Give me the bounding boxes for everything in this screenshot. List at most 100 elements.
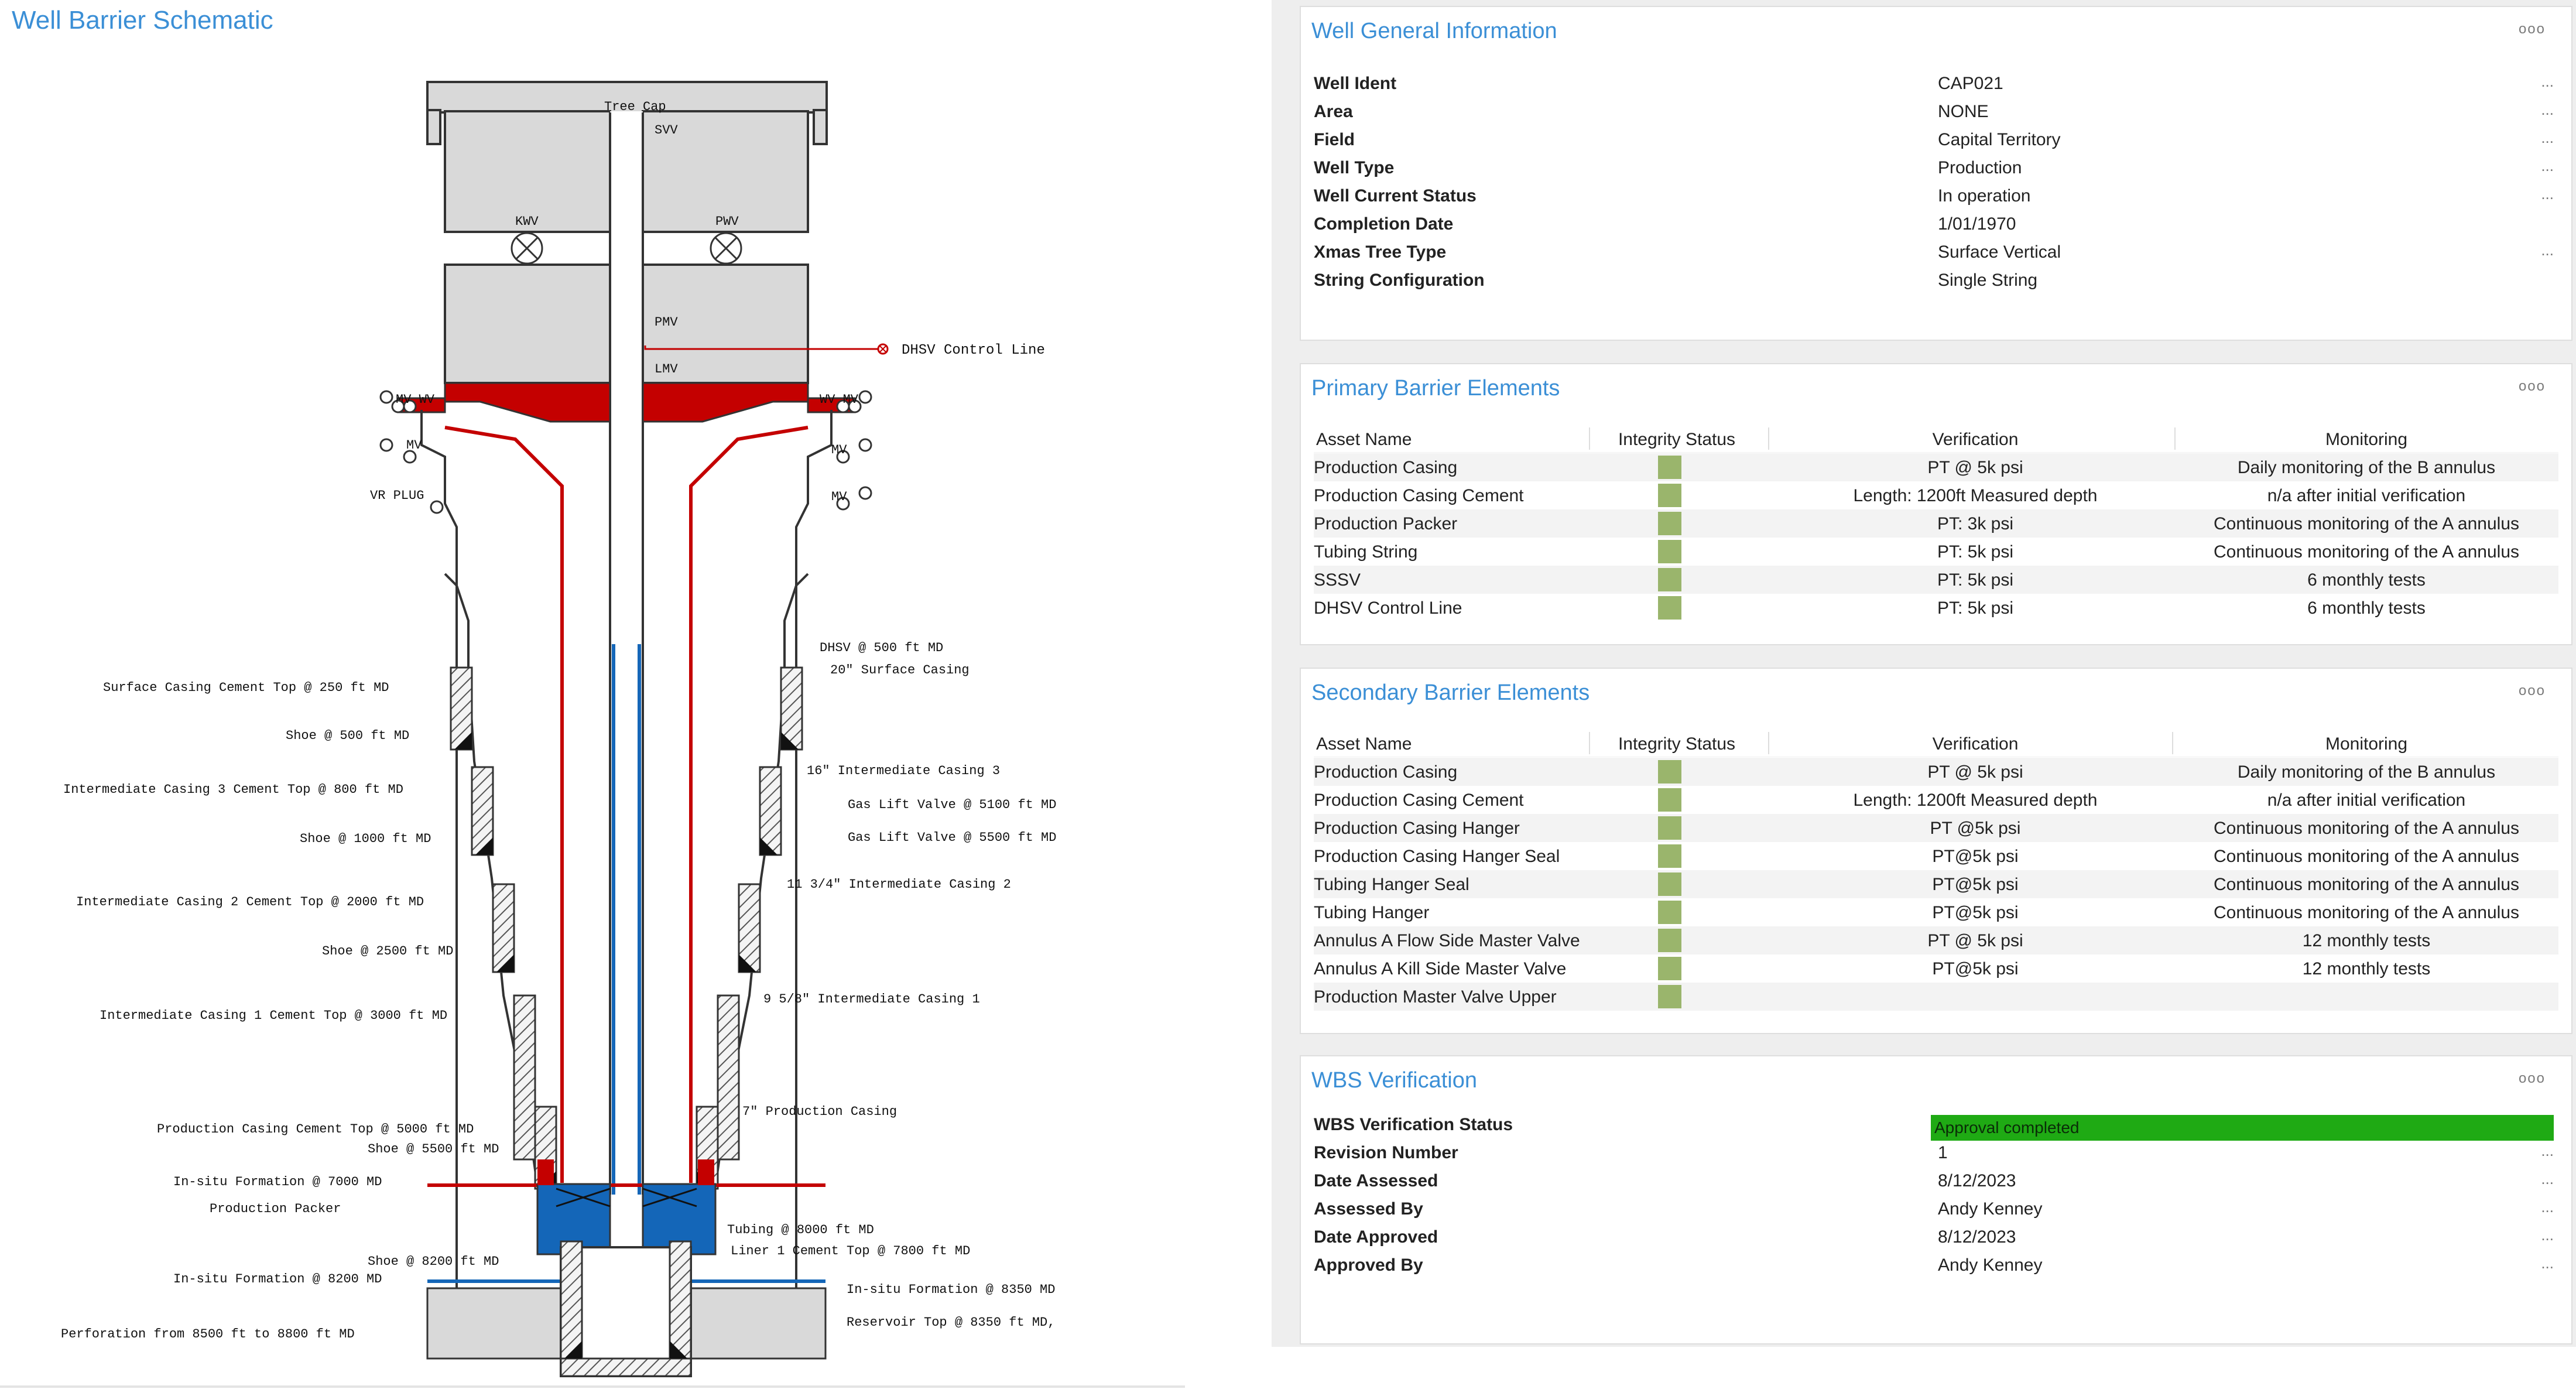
label-mv-right-2: MV: [831, 490, 847, 504]
header-integrity-status[interactable]: Integrity Status: [1618, 430, 1736, 449]
asset-name-cell: Tubing String: [1314, 542, 1418, 562]
info-label: Xmas Tree Type: [1314, 242, 1447, 262]
integrity-status-indicator: [1658, 456, 1681, 479]
edit-button[interactable]: ...: [2541, 1142, 2554, 1159]
edit-button[interactable]: ...: [2541, 129, 2554, 146]
integrity-status-indicator: [1658, 985, 1681, 1008]
edit-button[interactable]: ...: [2541, 241, 2554, 259]
verification-cell: Length: 1200ft Measured depth: [1853, 791, 2098, 810]
label-int-casing-2: 11 3/4" Intermediate Casing 2: [787, 877, 1011, 892]
info-value: Single String: [1938, 271, 2038, 290]
wbs-label: Approved By: [1314, 1255, 1423, 1275]
monitoring-cell: Continuous monitoring of the A annulus: [2213, 847, 2520, 866]
primary-table-header: Asset Name Integrity Status Verification…: [1314, 423, 2558, 453]
asset-name-cell: DHSV Control Line: [1314, 598, 1462, 618]
edit-button[interactable]: ...: [2541, 1254, 2554, 1272]
asset-name-cell: Tubing Hanger Seal: [1314, 875, 1469, 894]
label-gas-lift-5100: Gas Lift Valve @ 5100 ft MD: [848, 798, 1056, 812]
label-int-casing-3-cement-top: Intermediate Casing 3 Cement Top @ 800 f…: [63, 782, 403, 797]
info-label: Well Current Status: [1314, 186, 1477, 206]
edit-button[interactable]: ...: [2541, 101, 2554, 118]
tubing-bore: [609, 111, 644, 1382]
verification-cell: PT@5k psi: [1932, 903, 2019, 922]
label-gas-lift-5500: Gas Lift Valve @ 5500 ft MD: [848, 830, 1056, 845]
wbs-status-label: WBS Verification Status: [1314, 1115, 1513, 1134]
general-info-title: Well General Information: [1311, 19, 1557, 43]
edit-button[interactable]: ...: [2541, 1170, 2554, 1188]
label-vr-plug: VR PLUG: [370, 488, 424, 503]
integrity-status-indicator: [1658, 760, 1681, 783]
header-asset-name[interactable]: Asset Name: [1316, 430, 1412, 449]
integrity-status-indicator: [1658, 484, 1681, 507]
wbs-menu-button[interactable]: ooo: [2518, 1070, 2546, 1086]
label-insitu-7000: In-situ Formation @ 7000 MD: [173, 1175, 382, 1189]
label-insitu-8350: In-situ Formation @ 8350 MD: [847, 1282, 1055, 1297]
wbs-value: 8/12/2023: [1938, 1171, 2016, 1190]
table-row[interactable]: Production Master Valve Upper: [1314, 983, 2558, 1011]
integrity-status-indicator: [1658, 957, 1681, 980]
monitoring-cell: n/a after initial verification: [2267, 791, 2466, 810]
edit-button[interactable]: ...: [2541, 1198, 2554, 1216]
edit-button[interactable]: ...: [2541, 157, 2554, 174]
info-label: String Configuration: [1314, 271, 1485, 290]
label-perforation: Perforation from 8500 ft to 8800 ft MD: [61, 1327, 355, 1342]
wbs-label: Assessed By: [1314, 1199, 1423, 1219]
integrity-status-indicator: [1658, 788, 1681, 812]
primary-barrier-title: Primary Barrier Elements: [1311, 376, 1560, 401]
header-monitoring[interactable]: Monitoring: [2325, 430, 2408, 449]
edit-button[interactable]: ...: [2541, 185, 2554, 203]
label-int-casing-1-cement-top: Intermediate Casing 1 Cement Top @ 3000 …: [100, 1008, 447, 1023]
asset-name-cell: Annulus A Kill Side Master Valve: [1314, 959, 1567, 978]
info-value: Surface Vertical: [1938, 242, 2061, 262]
wbs-status-row: WBS Verification Status Approval complet…: [1314, 1111, 2560, 1141]
label-reservoir-top: Reservoir Top @ 8350 ft MD,: [847, 1315, 1055, 1330]
secondary-table-header: Asset Name Integrity Status Verification…: [1314, 727, 2558, 757]
asset-name-cell: Production Casing: [1314, 762, 1458, 782]
monitoring-cell: 12 monthly tests: [2302, 959, 2431, 978]
info-value: Capital Territory: [1938, 130, 2061, 149]
edit-button[interactable]: ...: [2541, 1226, 2554, 1244]
general-info-menu-button[interactable]: ooo: [2518, 21, 2546, 37]
info-value: NONE: [1938, 102, 1989, 121]
label-int-casing-2-cement-top: Intermediate Casing 2 Cement Top @ 2000 …: [76, 895, 424, 909]
integrity-status-indicator: [1658, 901, 1681, 924]
header-asset-name[interactable]: Asset Name: [1316, 734, 1412, 754]
header-verification[interactable]: Verification: [1932, 430, 2019, 449]
asset-name-cell: Production Casing Cement: [1314, 486, 1524, 505]
edit-button[interactable]: ...: [2541, 73, 2554, 90]
packer-zone: [427, 1159, 825, 1255]
primary-barrier-panel: Primary Barrier Elements ooo Asset Name …: [1300, 363, 2572, 645]
xmas-tree: [426, 81, 828, 384]
monitoring-cell: Continuous monitoring of the A annulus: [2213, 875, 2520, 894]
secondary-barrier-menu-button[interactable]: ooo: [2518, 683, 2546, 699]
label-shoe-500: Shoe @ 500 ft MD: [286, 728, 409, 743]
divider: [0, 1385, 1185, 1388]
secondary-barrier-panel: Secondary Barrier Elements ooo Asset Nam…: [1300, 668, 2572, 1034]
header-verification[interactable]: Verification: [1932, 734, 2019, 754]
verification-cell: Length: 1200ft Measured depth: [1853, 486, 2098, 505]
header-monitoring[interactable]: Monitoring: [2325, 734, 2408, 754]
table-row[interactable]: Production Casing Cement Length: 1200ft M…: [1314, 481, 2558, 509]
wbs-title: WBS Verification: [1311, 1068, 1477, 1093]
label-shoe-5500: Shoe @ 5500 ft MD: [368, 1142, 499, 1157]
integrity-status-indicator: [1658, 844, 1681, 868]
primary-barrier-menu-button[interactable]: ooo: [2518, 378, 2546, 394]
header-integrity-status[interactable]: Integrity Status: [1618, 734, 1736, 754]
asset-name-cell: Production Packer: [1314, 514, 1458, 533]
